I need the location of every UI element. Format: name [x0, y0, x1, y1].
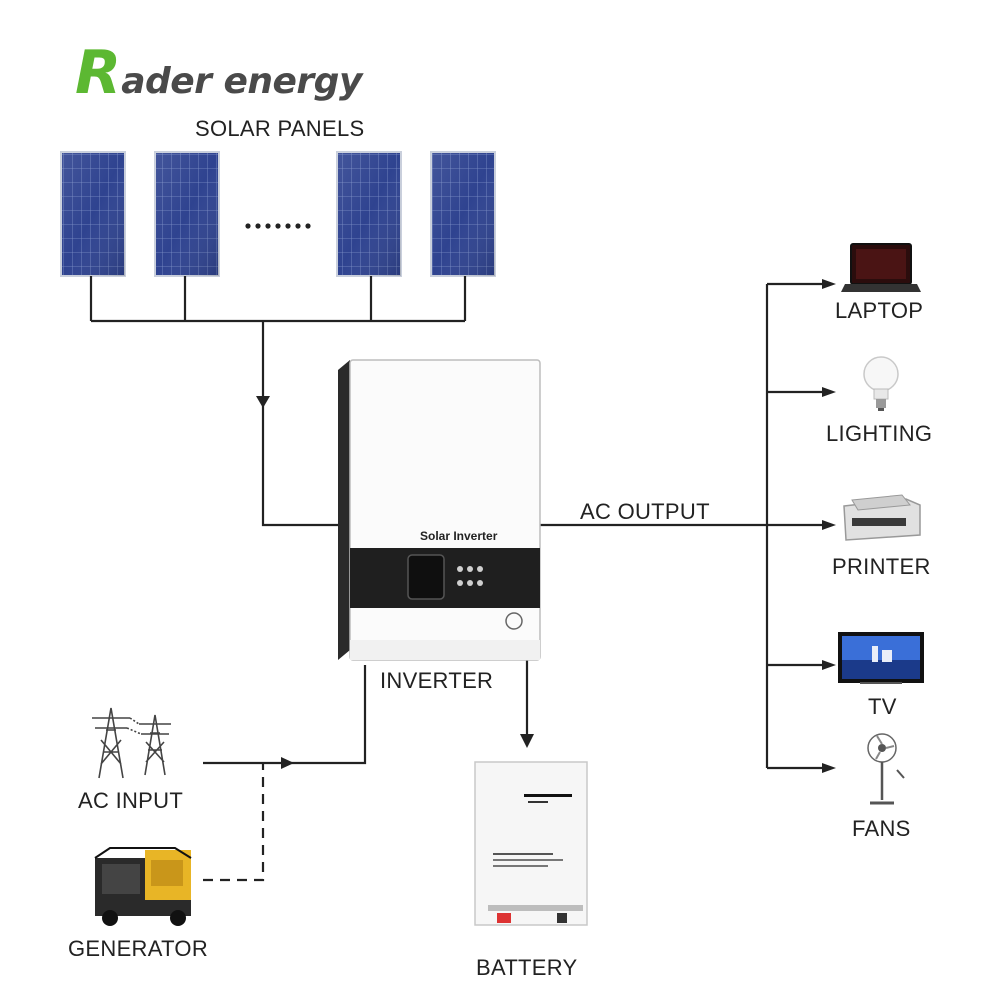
ellipsis-dots — [245, 223, 311, 229]
brand-logo: Rader energy — [75, 40, 362, 106]
label-laptop: LAPTOP — [835, 298, 924, 323]
label-lighting: LIGHTING — [826, 421, 933, 446]
label-solar-panels: SOLAR PANELS — [195, 116, 365, 141]
label-ac-input: AC INPUT — [78, 788, 184, 813]
solar-panel-icon — [336, 151, 402, 277]
solar-panel-icon — [154, 151, 220, 277]
inverter-icon — [338, 359, 541, 661]
battery-icon — [474, 761, 588, 926]
fan-icon — [867, 733, 905, 805]
label-generator: GENERATOR — [68, 936, 209, 961]
solar-panel-icon — [430, 151, 496, 277]
brand-logo-text: ader energy — [121, 61, 362, 102]
label-fans: FANS — [852, 816, 911, 841]
solar-panels — [60, 151, 496, 277]
solar-panel-icon — [60, 151, 126, 277]
printer-icon — [843, 494, 921, 541]
laptop-icon — [841, 243, 921, 292]
transmission-tower-icon — [92, 707, 171, 779]
connection-lines — [89, 276, 822, 882]
inverter-brand-text: Solar Inverter — [420, 529, 498, 543]
label-inverter: INVERTER — [380, 668, 494, 693]
light-bulb-icon — [863, 356, 899, 411]
brand-logo-initial: R — [75, 38, 122, 108]
tv-icon — [838, 632, 924, 684]
label-tv: TV — [868, 694, 897, 719]
generator-icon — [94, 847, 192, 926]
label-printer: PRINTER — [832, 554, 931, 579]
label-battery: BATTERY — [476, 955, 578, 980]
label-ac-output: AC OUTPUT — [580, 499, 710, 524]
